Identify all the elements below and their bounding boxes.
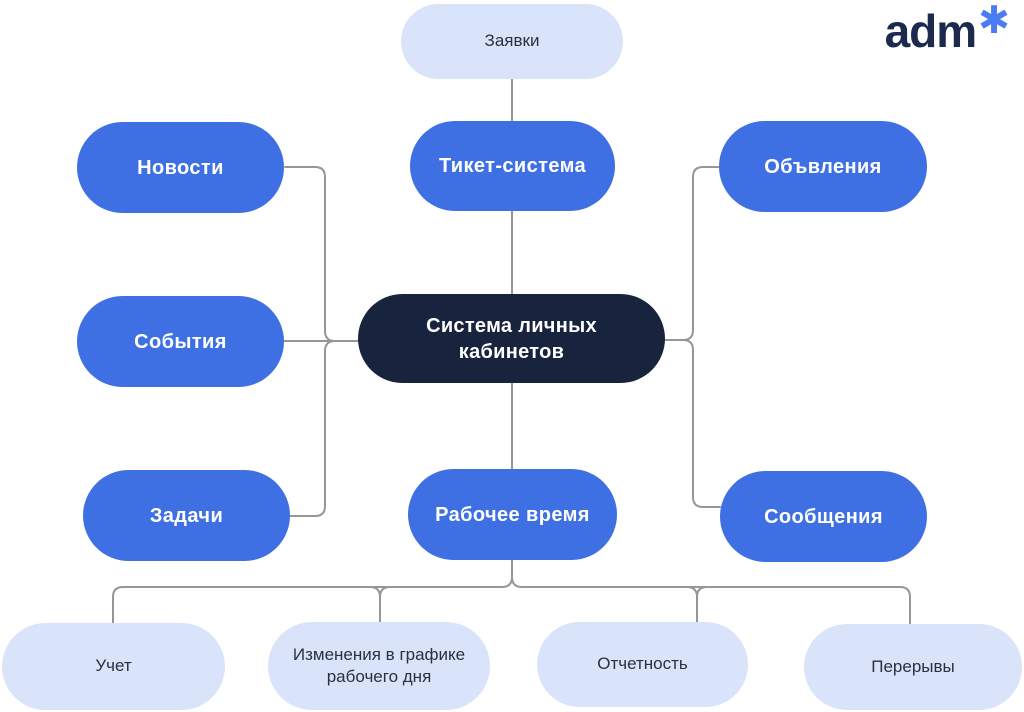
node-center-label: Система личных кабинетов [426, 314, 597, 363]
node-soobshcheniya-label: Сообщения [764, 505, 883, 528]
logo: adm ✱ [884, 2, 1010, 57]
node-zayavki-label: Заявки [484, 31, 540, 51]
node-zadachi: Задачи [83, 470, 290, 561]
logo-text: adm [884, 5, 978, 57]
node-zayavki: Заявки [401, 4, 623, 79]
node-uchet: Учет [2, 623, 225, 710]
logo-asterisk-icon: ✱ [978, 0, 1010, 42]
node-sobytiya-label: События [134, 330, 227, 353]
node-novosti-label: Новости [137, 156, 224, 179]
node-ticket-sistema-label: Тикет-система [438, 155, 587, 177]
node-uchet-label: Учет [95, 656, 132, 676]
node-otchetnost-label: Отчетность [597, 654, 688, 674]
node-zadachi-label: Задачи [149, 504, 224, 527]
node-soobshcheniya: Сообщения [720, 471, 927, 562]
node-novosti: Новости [77, 122, 284, 213]
node-obyavleniya: Объвления [719, 121, 927, 212]
node-rabochee-vremya-label: Рабочее время [435, 503, 590, 526]
node-rabochee-vremya: Рабочее время [408, 469, 617, 560]
node-otchetnost: Отчетность [537, 622, 748, 707]
node-pereryvy-label: Перерывы [871, 656, 955, 676]
node-obyavleniya-label: Объвления [764, 155, 882, 178]
node-izmeneniya-label: Изменения в графике рабочего дня [292, 644, 466, 686]
node-pereryvy: Перерывы [804, 624, 1022, 710]
node-sistema-lichnyh-kabinetov: Система личных кабинетов [358, 294, 665, 383]
node-sobytiya: События [77, 296, 284, 387]
node-ticket-sistema: Тикет-система [410, 121, 615, 211]
node-izmeneniya: Изменения в графике рабочего дня [268, 622, 490, 710]
